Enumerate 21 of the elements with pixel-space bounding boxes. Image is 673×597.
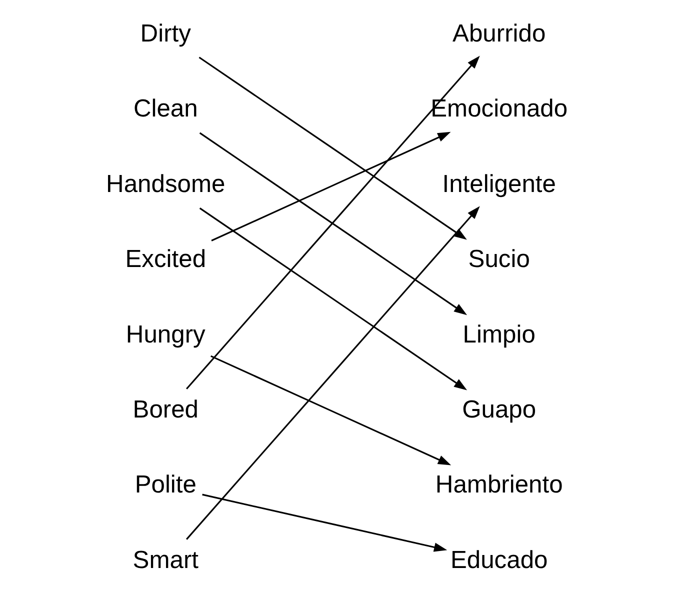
node-text: Emocionado bbox=[430, 96, 568, 123]
node-text: Smart bbox=[132, 546, 198, 574]
arrow bbox=[202, 494, 447, 552]
node-text: Aburrido bbox=[452, 20, 546, 48]
node-text: Hungry bbox=[125, 321, 205, 348]
node-text: Excited bbox=[124, 246, 206, 274]
node-text: Clean bbox=[132, 96, 198, 123]
arrow bbox=[186, 206, 480, 540]
node-text: Guapo bbox=[462, 396, 536, 424]
arrow bbox=[186, 56, 480, 390]
arrow bbox=[210, 355, 451, 466]
node-text: Educado bbox=[450, 546, 548, 574]
node-text: Dirty bbox=[140, 20, 190, 48]
node-text: Handsome bbox=[106, 170, 225, 198]
node-text: Polite bbox=[134, 472, 196, 499]
node-text: Limpio bbox=[462, 321, 535, 348]
node-text: Hambriento bbox=[434, 472, 562, 499]
node-text: Bored bbox=[132, 396, 198, 424]
arrow bbox=[210, 132, 450, 242]
node-text: Sucio bbox=[468, 246, 530, 274]
node-text: Inteligente bbox=[442, 170, 556, 198]
